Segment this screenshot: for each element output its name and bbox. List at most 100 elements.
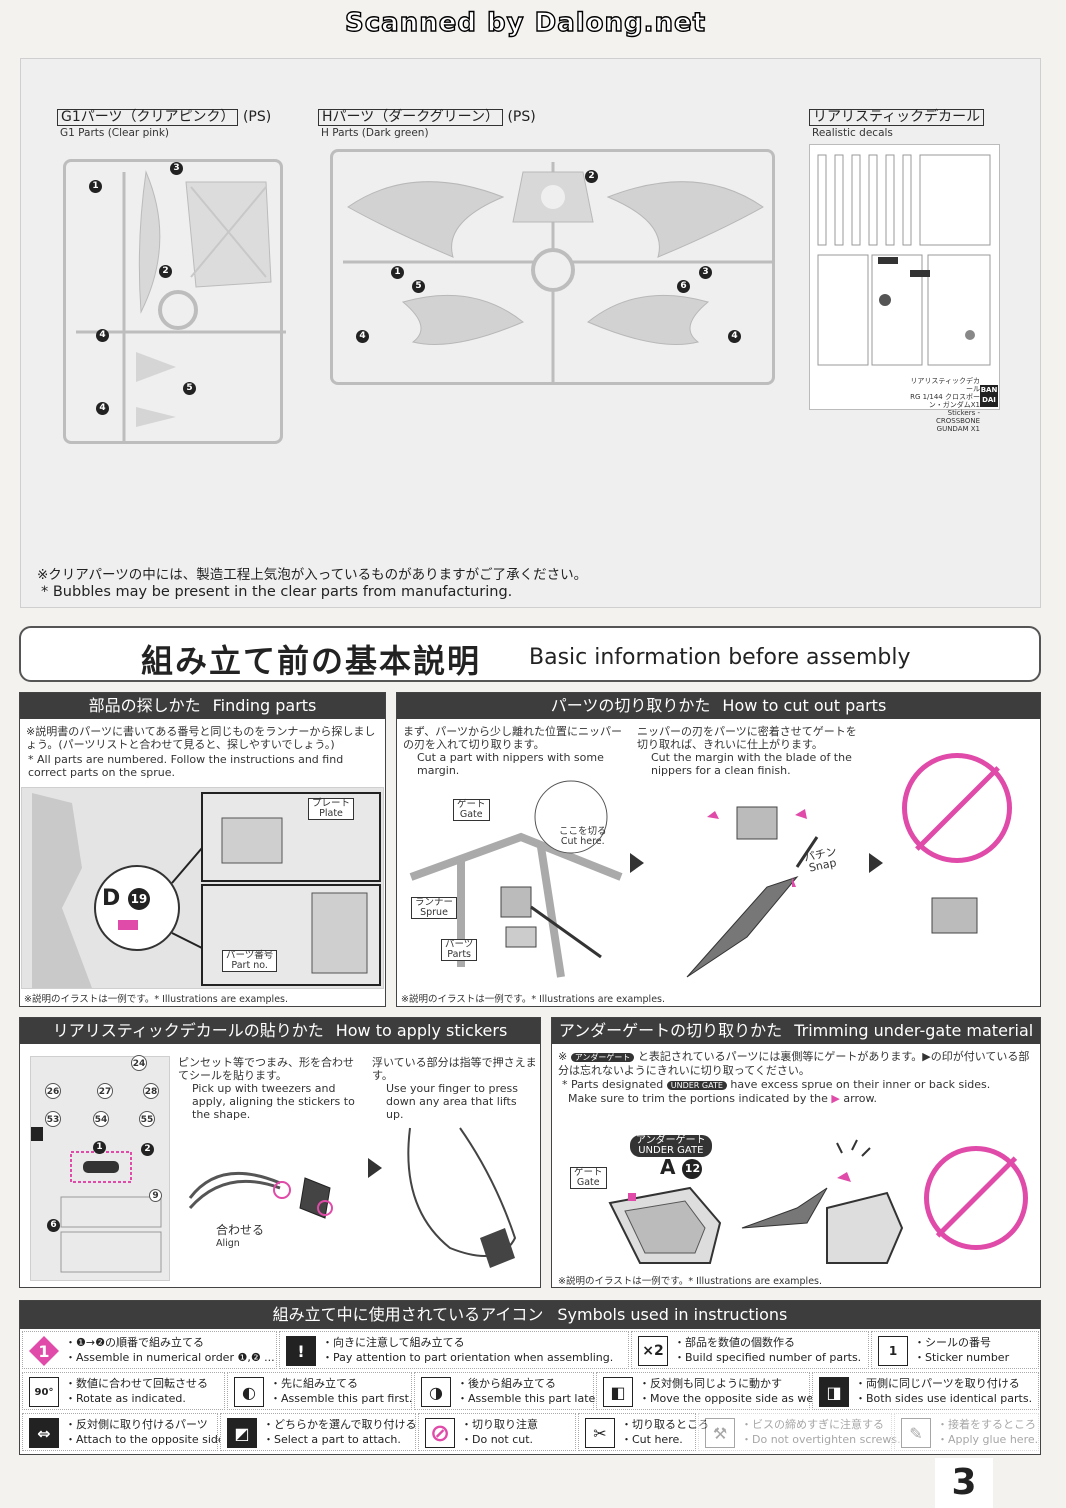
symbol-both-sides: ◨ ・両側に同じパーツを取り付ける ・Both sides use identi… (812, 1372, 1039, 1410)
parts-label-en: Parts (447, 949, 472, 960)
assembly-order-icon: 1 (29, 1336, 59, 1366)
undergate-gate-jp: ゲート (574, 1167, 603, 1178)
cut-here-icon: ✂ (585, 1418, 615, 1448)
align-label-en: Align (216, 1238, 240, 1249)
sticker-number-icon: 1 (878, 1336, 908, 1366)
cutting-step2-en: Cut the margin with the blade of the nip… (651, 751, 852, 777)
symbol-build-count: ×2 ・部品を数値の個数作る ・Build specified number o… (631, 1331, 869, 1369)
sticker-number-9: 9 (149, 1189, 162, 1202)
finding-parts-text-jp: ※説明書のパーツに書いてある番号と同じものをランナーから探しましょう。(パーツリ… (26, 725, 376, 751)
symbol-assemble-first-jp: ・先に組み立てる (270, 1377, 358, 1390)
symbol-both-sides-jp: ・両側に同じパーツを取り付ける (855, 1377, 1020, 1390)
undergate-part-letter: A (660, 1155, 676, 1179)
decal-footer-line1: リアリスティックデカール (910, 377, 980, 393)
symbol-attach-opposite: ⇔ ・反対側に取り付けるパーツ ・Attach to the opposite … (22, 1413, 228, 1451)
cutting-parts-title-en: How to cut out parts (722, 696, 887, 715)
undergate-badge-en: UNDER GATE (666, 1081, 727, 1090)
g1-parts-material: (PS) (242, 109, 272, 125)
stickers-title-en: How to apply stickers (335, 1021, 508, 1040)
undergate-text-en-d: arrow. (843, 1092, 877, 1105)
tweezers-drawing (188, 1171, 333, 1219)
decal-sheet: リアリスティックデカール RG 1/144 クロスボーン・ガンダムX1 Stic… (809, 144, 1000, 433)
sticker-step2: 浮いている部分は指等で押さえます。 Use your finger to pre… (372, 1056, 537, 1121)
h-part-number-5: 5 (412, 280, 425, 293)
symbol-build-count-en: ・Build specified number of parts. (674, 1351, 862, 1364)
decal-footer: リアリスティックデカール RG 1/144 クロスボーン・ガンダムX1 Stic… (910, 377, 980, 433)
cutting-step1-en: Cut a part with nippers with some margin… (417, 751, 604, 777)
clean-part-drawing (931, 897, 978, 934)
undergate-illustration-2 (737, 1138, 907, 1268)
sticker-number-6: 6 (47, 1219, 60, 1232)
symbol-screws: ⚒ ・ビスの締めすぎに注意する ・Do not overtighten scre… (698, 1413, 901, 1451)
symbol-assemble-later-jp: ・後から組み立てる (457, 1377, 556, 1390)
cutting-step2: ニッパーの刃をパーツに密着させてゲートを切り取れば、きれいに仕上がります。 Cu… (637, 725, 867, 777)
finger-press-drawing (407, 1127, 517, 1268)
symbol-rotate: 90° ・数値に合わせて回転させる ・Rotate as indicated. (22, 1372, 225, 1410)
h-sprue-drawing (343, 162, 773, 382)
decal-sheet-drawing (817, 154, 991, 366)
undergate-badge: アンダーゲート (570, 1053, 635, 1062)
finding-parts-title-jp: 部品の探しかた (88, 696, 201, 715)
h-part-number-6: 6 (677, 280, 690, 293)
undergate-illustration-1: アンダーゲート UNDER GATE A 12 ゲート Gate (570, 1133, 730, 1273)
undergate-text-jp-body: と表記されているパーツには裏側等にゲートがあります。▶の印が付いている部分は忘れ… (558, 1050, 1030, 1077)
undergate-text-en-a: * Parts designated (562, 1078, 664, 1091)
sticker-number-54: 54 (93, 1111, 109, 1127)
part-no-label: パーツ番号 Part no. (222, 950, 278, 972)
plate-label-en: Plate (319, 808, 343, 819)
symbol-assemble-first: ◐ ・先に組み立てる ・Assemble this part first. (227, 1372, 412, 1410)
symbol-select-part: ◩ ・どちらかを選んで取り付ける ・Select a part to attac… (220, 1413, 416, 1451)
symbols-title-jp: 組み立て中に使用されているアイコン (272, 1305, 544, 1324)
symbol-attach-opposite-jp: ・反対側に取り付けるパーツ (65, 1418, 208, 1431)
assemble-first-icon: ◐ (234, 1377, 264, 1407)
sticker-number-28: 28 (143, 1083, 159, 1099)
both-sides-icon: ◨ (819, 1377, 849, 1407)
sticker-number-53: 53 (45, 1111, 61, 1127)
g1-parts-label: G1パーツ（クリアピンク） (PS) G1 Parts (Clear pink) (57, 109, 271, 141)
undergate-label: アンダーゲート UNDER GATE (630, 1135, 712, 1157)
cutting-parts-footnote: ※説明のイラストは一例です。* Illustrations are exampl… (401, 994, 666, 1005)
gate-label: ゲート Gate (453, 799, 490, 821)
symbol-sticker-number: 1 ・シールの番号 ・Sticker number (871, 1331, 1039, 1369)
symbol-assemble-later-en: ・Assemble this part later. (457, 1392, 603, 1405)
symbol-move-opposite-en: ・Move the opposite side as well. (639, 1392, 823, 1405)
rotate-icon: 90° (29, 1377, 59, 1407)
symbol-assemble-first-en: ・Assemble this part first. (270, 1392, 413, 1405)
undergate-part-number: 12 (682, 1158, 703, 1179)
cutting-step1: まず、パーツから少し離れた位置にニッパーの刃を入れて切り取ります。 Cut a … (403, 725, 628, 777)
section-banner: 組み立て前の基本説明 Basic information before asse… (19, 626, 1041, 682)
symbol-rotate-en: ・Rotate as indicated. (65, 1392, 186, 1405)
parts-list-panel: G1パーツ（クリアピンク） (PS) G1 Parts (Clear pink)… (20, 58, 1041, 608)
undergate-title-en: Trimming under-gate material (794, 1021, 1034, 1040)
exclamation-icon: ! (286, 1336, 316, 1366)
undergate-text-en-b: have excess sprue on their inner or back… (730, 1078, 991, 1091)
parts-label-jp: パーツ (445, 939, 474, 950)
screw-icon: ⚒ (705, 1418, 735, 1448)
symbol-move-opposite-jp: ・反対側も同じように動かす (639, 1377, 782, 1390)
sticker-step1-en: Pick up with tweezers and apply, alignin… (192, 1082, 355, 1121)
sticker-step1: ピンセット等でつまみ、形を合わせてシールを貼ります。 Pick up with … (178, 1056, 363, 1121)
cutting-illustration-2: パチン Snap (647, 777, 867, 989)
symbol-assembly-order-jp: ・❶→❷の順番で組み立てる (65, 1336, 204, 1349)
sticker-step2-jp: 浮いている部分は指等で押さえます。 (372, 1056, 537, 1082)
g1-parts-title: G1パーツ（クリアピンク） (57, 109, 239, 126)
prohibited-icon (902, 753, 1012, 863)
symbol-cut-here: ✂ ・切り取るところ ・Cut here. (578, 1413, 709, 1451)
gate-label-jp: ゲート (457, 799, 486, 810)
cutting-step2-jp: ニッパーの刃をパーツに密着させてゲートを切り取れば、きれいに仕上がります。 (637, 725, 857, 751)
undergate-text-en-c: Make sure to trim the portions indicated… (568, 1092, 828, 1105)
sticker-number-55: 55 (139, 1111, 155, 1127)
symbol-glue-jp: ・接着をするところ (937, 1418, 1036, 1431)
symbol-orientation-jp: ・向きに注意して組み立てる (322, 1336, 465, 1349)
finding-callout-letter: D (102, 886, 121, 911)
h-parts-title: Hパーツ（ダークグリーン） (318, 109, 503, 126)
do-not-cut-icon: ⊘ (425, 1418, 455, 1448)
symbol-glue: ✎ ・接着をするところ ・Apply glue here. (894, 1413, 1039, 1451)
symbol-build-count-jp: ・部品を数値の個数作る (674, 1336, 795, 1349)
